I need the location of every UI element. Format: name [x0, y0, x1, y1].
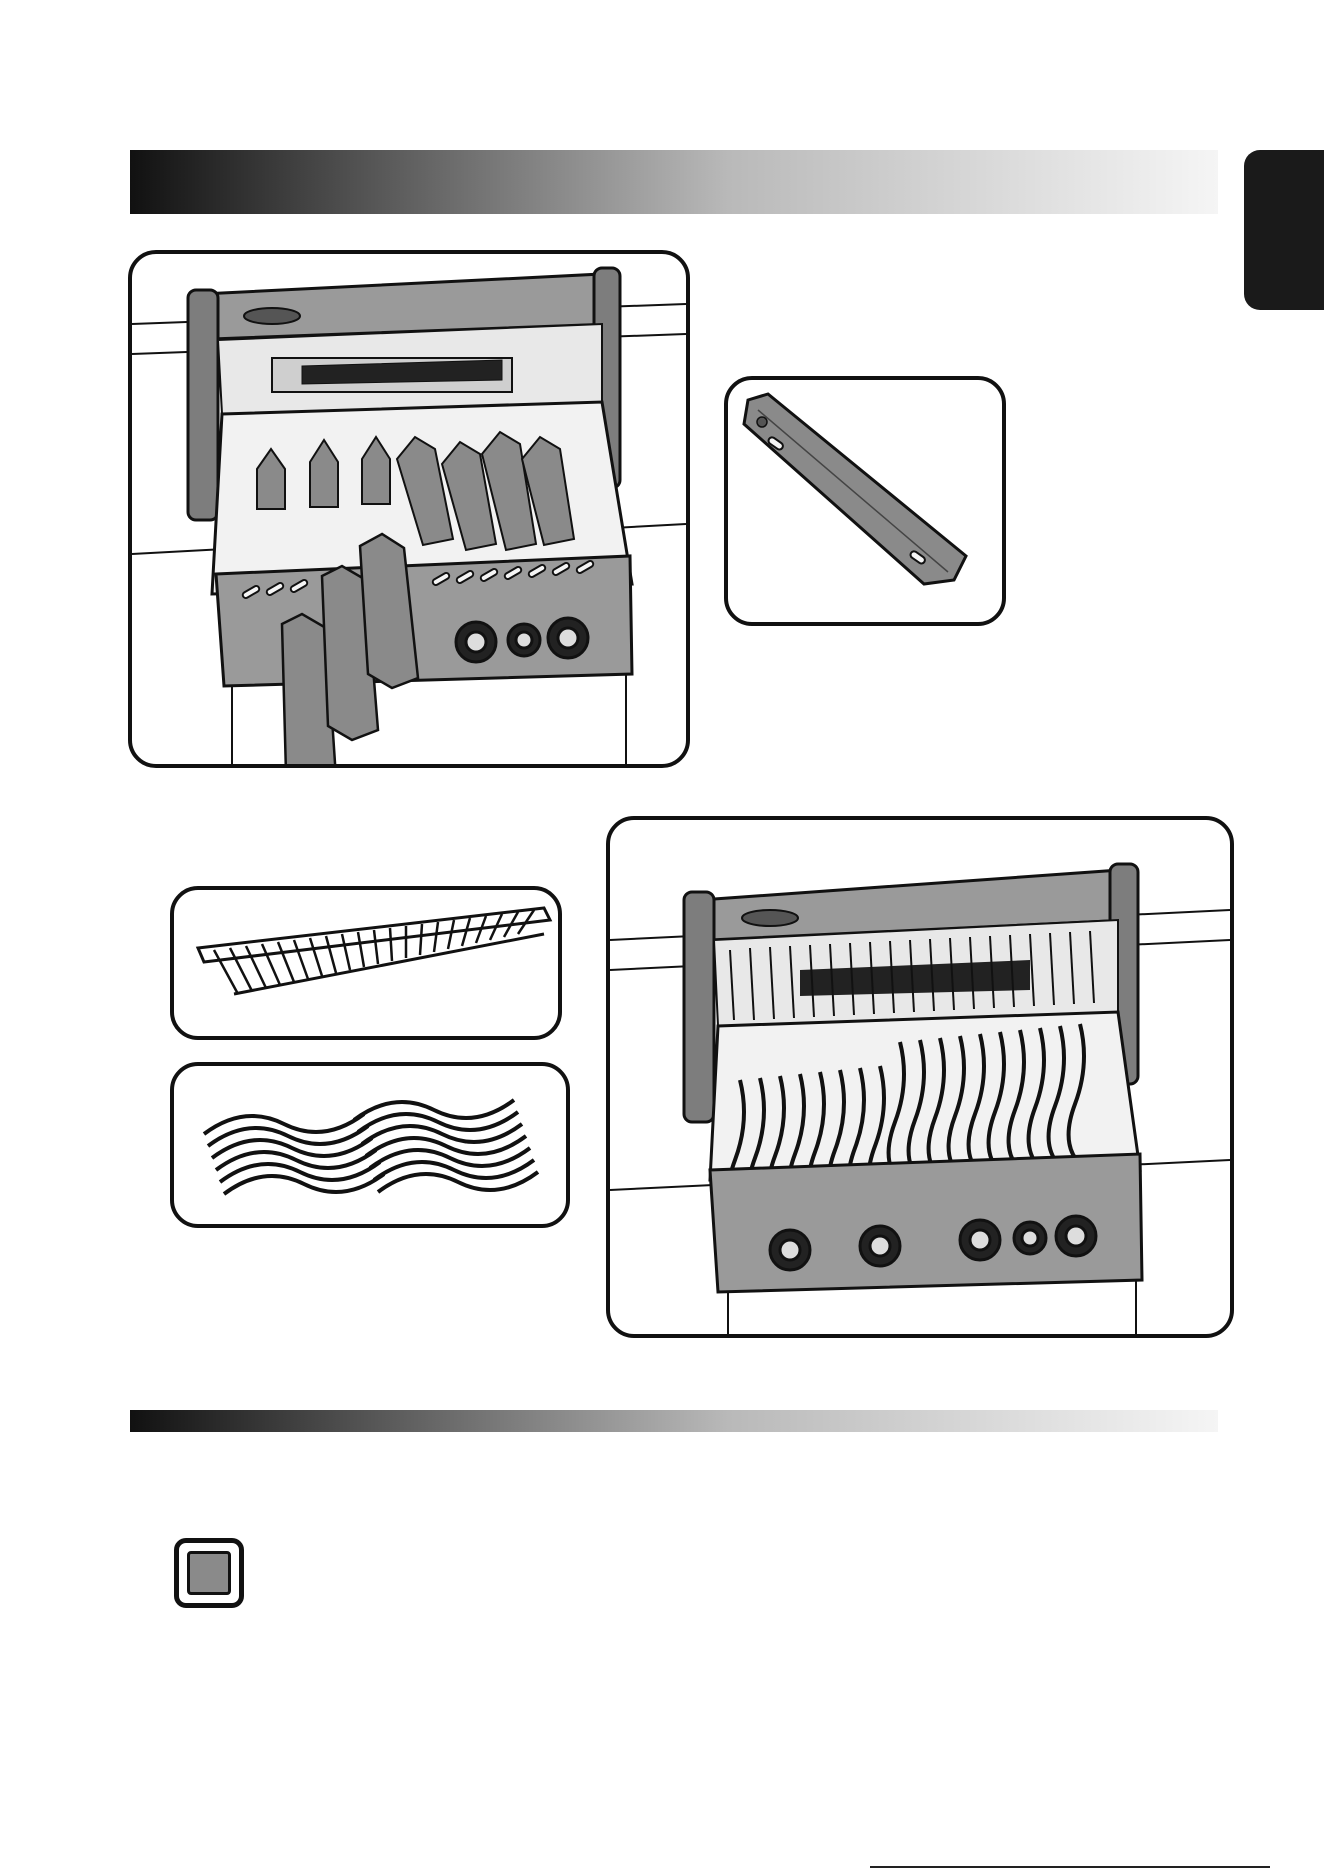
cooking-grid-icon	[174, 1066, 566, 1224]
language-tab	[1244, 150, 1324, 310]
footer-line	[870, 1866, 1270, 1868]
figure-grids-installation	[606, 816, 1234, 1338]
heat-shield-icon	[728, 380, 1002, 622]
section-header-bar	[130, 150, 1218, 214]
figure-warming-rack	[170, 886, 562, 1040]
grill-icon	[132, 254, 686, 764]
figure-cooking-grids	[170, 1062, 570, 1228]
section-bar	[130, 1410, 1218, 1432]
note-icon-inner	[187, 1551, 231, 1595]
warming-rack-icon	[174, 890, 558, 1036]
grill-icon	[610, 820, 1230, 1334]
figure-heat-shield-detail	[724, 376, 1006, 626]
figure-heat-shields-installation	[128, 250, 690, 768]
note-icon	[174, 1538, 244, 1608]
